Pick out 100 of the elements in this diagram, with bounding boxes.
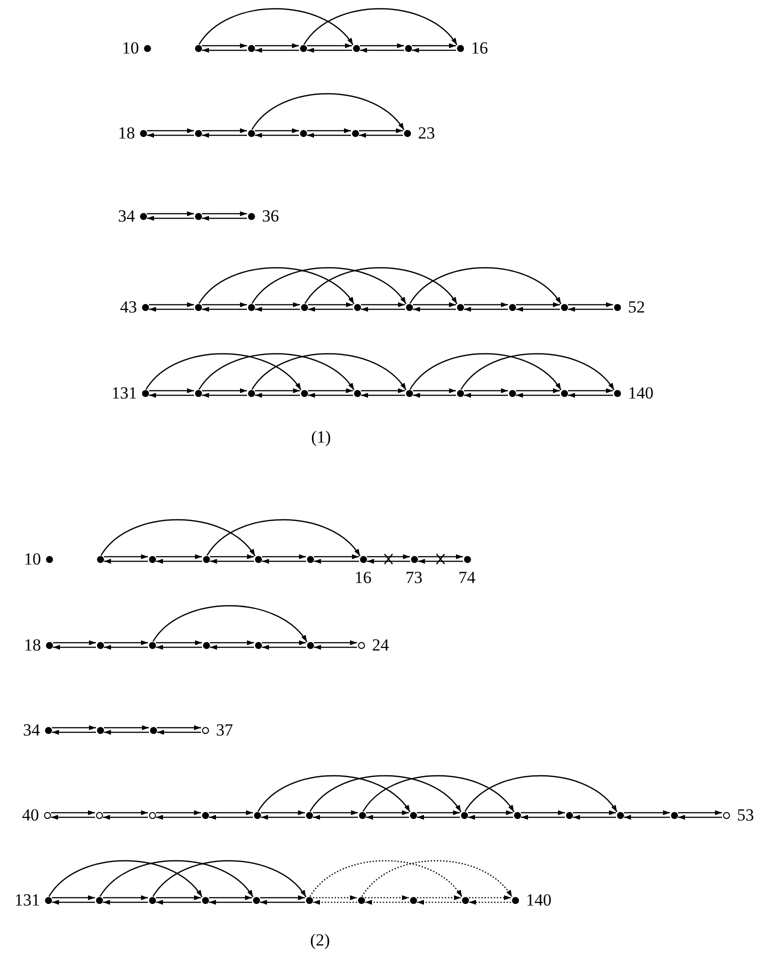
dot [410, 556, 418, 562]
dot [410, 812, 416, 818]
arrow [210, 558, 254, 564]
arrow [260, 900, 305, 905]
arrow [361, 306, 405, 312]
arrow [360, 43, 404, 48]
arc-arrow [410, 267, 562, 304]
dot [254, 556, 262, 562]
dot [616, 812, 624, 818]
dot [306, 642, 314, 648]
dot [460, 812, 468, 818]
arrow [255, 48, 299, 53]
arc-arrow [152, 860, 306, 898]
arrow [516, 302, 560, 308]
arrow [202, 388, 247, 394]
dot [202, 642, 210, 648]
arrow [51, 814, 95, 820]
arrow [521, 814, 565, 820]
open-circle [148, 812, 156, 818]
arrow [209, 810, 253, 816]
dot [248, 390, 254, 396]
open-circle [722, 812, 730, 818]
dot [300, 390, 308, 396]
arrow [367, 558, 410, 564]
arrow [156, 900, 201, 905]
dot [96, 896, 102, 904]
arrow [202, 302, 247, 308]
dot [360, 556, 366, 562]
node-number: 73 [406, 569, 422, 586]
dot [456, 44, 464, 52]
arrow [365, 895, 409, 900]
arrow [210, 640, 254, 646]
arrow [417, 814, 460, 820]
arrow [104, 730, 149, 735]
dot [508, 304, 516, 310]
figure-label: (2) [310, 932, 330, 948]
dot [508, 390, 516, 396]
arrow [149, 388, 194, 394]
dot [148, 642, 156, 648]
dot [306, 812, 312, 818]
arrow [573, 810, 616, 816]
dot [150, 726, 156, 734]
node-number: 34 [118, 208, 135, 224]
arrow [366, 814, 409, 820]
arrow [156, 810, 201, 816]
arrow [255, 302, 300, 308]
dot [456, 390, 464, 396]
arrow [361, 302, 405, 308]
dot [46, 642, 52, 648]
node-number: 53 [737, 806, 754, 824]
arrow [261, 810, 305, 816]
arrow [202, 48, 247, 53]
arrow [308, 306, 353, 312]
dot [352, 44, 360, 52]
dot [202, 812, 208, 818]
arrow [156, 640, 202, 646]
dot [142, 304, 148, 310]
open-circle [96, 812, 102, 818]
arrow [202, 211, 247, 216]
arrow [103, 895, 148, 900]
arc-arrow [252, 93, 404, 130]
arrow [464, 306, 508, 312]
arc-arrow [252, 353, 406, 390]
arc-arrow [48, 860, 202, 898]
arrow [361, 392, 405, 398]
dot [46, 556, 52, 562]
arrow [209, 895, 252, 900]
arc-arrow [198, 8, 354, 46]
arrow [313, 895, 357, 900]
arrow [156, 644, 202, 650]
arrow [360, 48, 404, 53]
arc-arrow [198, 353, 354, 390]
arrow [202, 128, 247, 134]
arrow [103, 814, 148, 820]
dot [462, 896, 468, 904]
dot [670, 812, 678, 818]
dot [248, 44, 254, 52]
dot [560, 390, 568, 396]
arc-arrow [410, 353, 562, 390]
dot [44, 896, 52, 904]
arrow [156, 558, 202, 564]
arrow [464, 392, 508, 398]
figure-label: (1) [311, 428, 331, 446]
arrow [313, 900, 357, 905]
arrow [255, 128, 299, 134]
arrow [262, 558, 306, 564]
arrow [516, 388, 560, 394]
open-circle [44, 812, 50, 818]
dot [406, 304, 412, 310]
open-circle [358, 642, 364, 648]
arrow [568, 306, 613, 312]
arrow [678, 810, 722, 816]
arrow [314, 644, 357, 650]
arrow [147, 211, 194, 216]
arrow [307, 48, 352, 53]
arrow [359, 128, 403, 134]
arrow [157, 725, 201, 730]
arrow [469, 895, 511, 900]
dot [148, 556, 156, 562]
dot [194, 390, 202, 396]
